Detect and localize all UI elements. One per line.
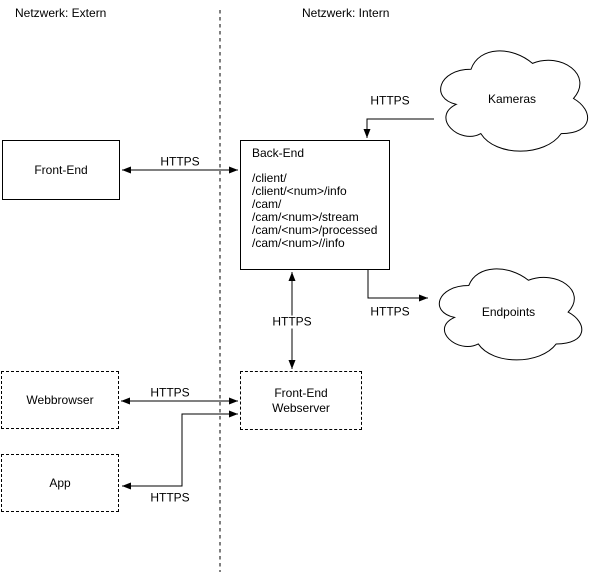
back-end-endpoint-path: /cam/<num>/processed [252, 223, 378, 237]
back-end-endpoint-path: /client/ [252, 171, 287, 185]
back-end-title: Back-End [252, 146, 305, 160]
app-node: App [1, 454, 119, 512]
back-end-endpoint-path: /cam/ [252, 197, 282, 211]
front-end-label: Front-End [34, 162, 88, 177]
webbrowser-node: Webbrowser [1, 371, 119, 429]
edge-kameras-backend [363, 118, 434, 138]
edge-label-https-backend-webserver: HTTPS [270, 314, 314, 329]
edge-label-https-frontend-backend: HTTPS [158, 154, 202, 169]
back-end-endpoint-path: /cam/<num>/stream [252, 210, 359, 224]
front-end-webserver-label-line1: Front-End [274, 385, 328, 400]
edge-app-webserver [122, 410, 238, 490]
edge-backend-endpoints [367, 270, 428, 302]
front-end-webserver-label: Front-End Webserver [272, 386, 330, 416]
front-end-webserver-label-line2: Webserver [272, 400, 330, 415]
kameras-label-box: Kameras [430, 40, 594, 157]
back-end-node: Back-End /client/ /client/<num>/info /ca… [240, 140, 390, 270]
endpoints-label: Endpoints [481, 305, 536, 319]
edge-label-https-app-webserver: HTTPS [148, 490, 192, 505]
endpoints-cloud [439, 269, 581, 360]
back-end-endpoint-path: /client/<num>/info [252, 184, 347, 198]
endpoints-label-box: Endpoints [429, 259, 588, 365]
app-label: App [49, 475, 71, 490]
edge-label-https-kameras-backend: HTTPS [368, 93, 412, 108]
kameras-cloud [441, 51, 588, 151]
edge-label-https-webbrowser-webserver: HTTPS [148, 385, 192, 400]
front-end-webserver-node: Front-End Webserver [240, 371, 362, 430]
webbrowser-label: Webbrowser [26, 392, 94, 407]
kameras-label: Kameras [487, 91, 537, 106]
region-label-extern: Netzwerk: Extern [15, 6, 107, 20]
front-end-node: Front-End [2, 140, 120, 200]
edge-label-https-backend-endpoints: HTTPS [368, 304, 412, 319]
region-label-intern: Netzwerk: Intern [302, 6, 390, 20]
back-end-endpoint-path: /cam/<num>//info [252, 236, 345, 250]
